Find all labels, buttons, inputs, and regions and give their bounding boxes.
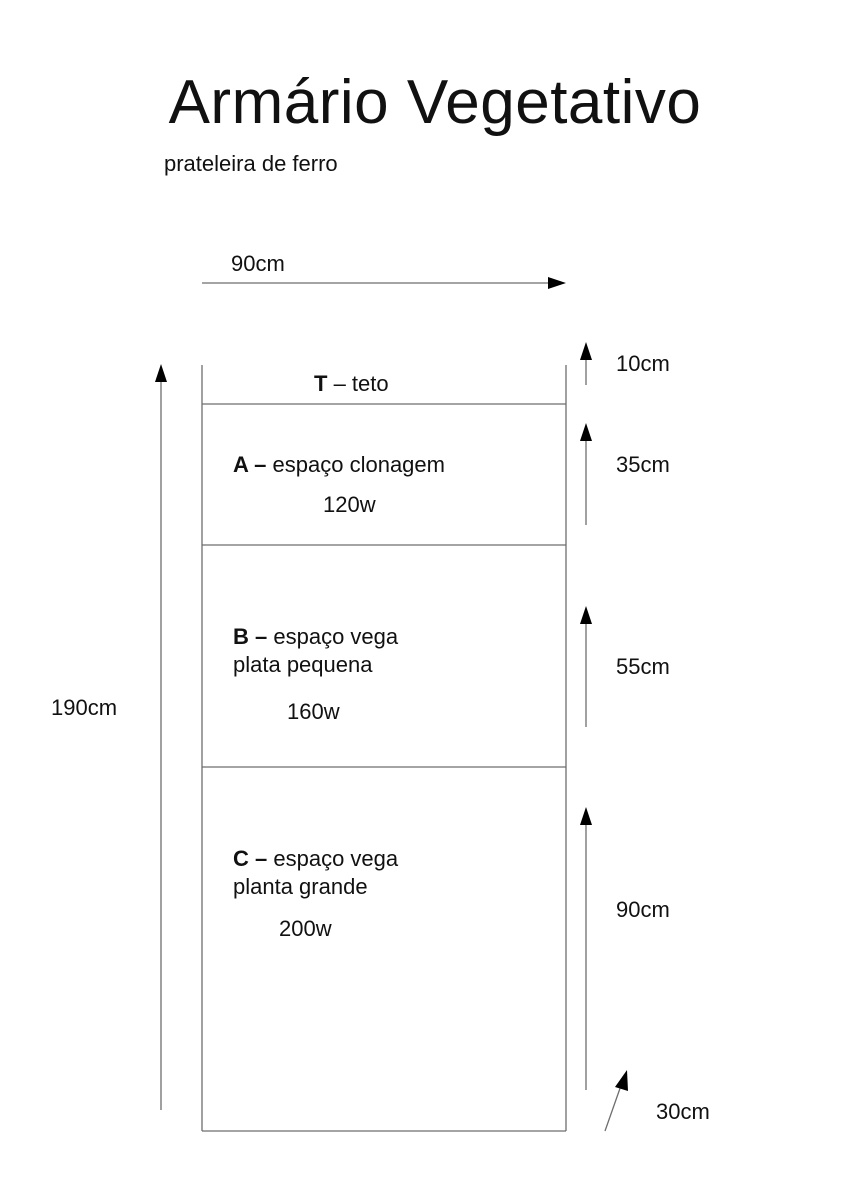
section-c-label: C – espaço vega	[233, 845, 398, 873]
depth-arrowhead	[615, 1070, 628, 1091]
section-t-name: teto	[351, 371, 389, 396]
section-a-power: 120w	[323, 492, 376, 517]
section-t-dash: –	[327, 371, 352, 396]
section-c-line2: planta grande	[233, 874, 368, 899]
height-arrowhead	[155, 364, 167, 382]
section-b-power: 160w	[287, 699, 340, 724]
c-height-label: 90cm	[616, 897, 670, 922]
height-label: 190cm	[51, 695, 118, 720]
section-c-name: espaço vega	[267, 846, 399, 871]
c-height-arrowhead	[580, 807, 592, 825]
section-t-label: T – teto	[314, 370, 389, 398]
page-title: Armário Vegetativo	[168, 68, 702, 137]
section-a-label: A – espaço clonagem	[233, 451, 445, 479]
a-height-label: 35cm	[616, 452, 670, 477]
section-b-label: B – espaço vega	[233, 623, 398, 651]
a-height-arrowhead	[580, 423, 592, 441]
b-height-label: 55cm	[616, 654, 670, 679]
section-b-name: espaço vega	[267, 624, 399, 649]
page-subtitle: prateleira de ferro	[164, 151, 338, 176]
section-t-letter: T	[314, 371, 328, 396]
b-height-arrowhead	[580, 606, 592, 624]
section-a-name: espaço clonagem	[266, 452, 445, 477]
width-arrowhead	[548, 277, 566, 289]
section-b-line2: plata pequena	[233, 652, 373, 677]
t-height-arrowhead	[580, 342, 592, 360]
section-c-power: 200w	[279, 916, 332, 941]
section-c-letter: C –	[233, 846, 268, 871]
depth-label: 30cm	[656, 1099, 710, 1124]
width-label: 90cm	[231, 251, 285, 276]
t-height-label: 10cm	[616, 351, 670, 376]
section-b-letter: B –	[233, 624, 268, 649]
section-a-letter: A –	[233, 452, 267, 477]
